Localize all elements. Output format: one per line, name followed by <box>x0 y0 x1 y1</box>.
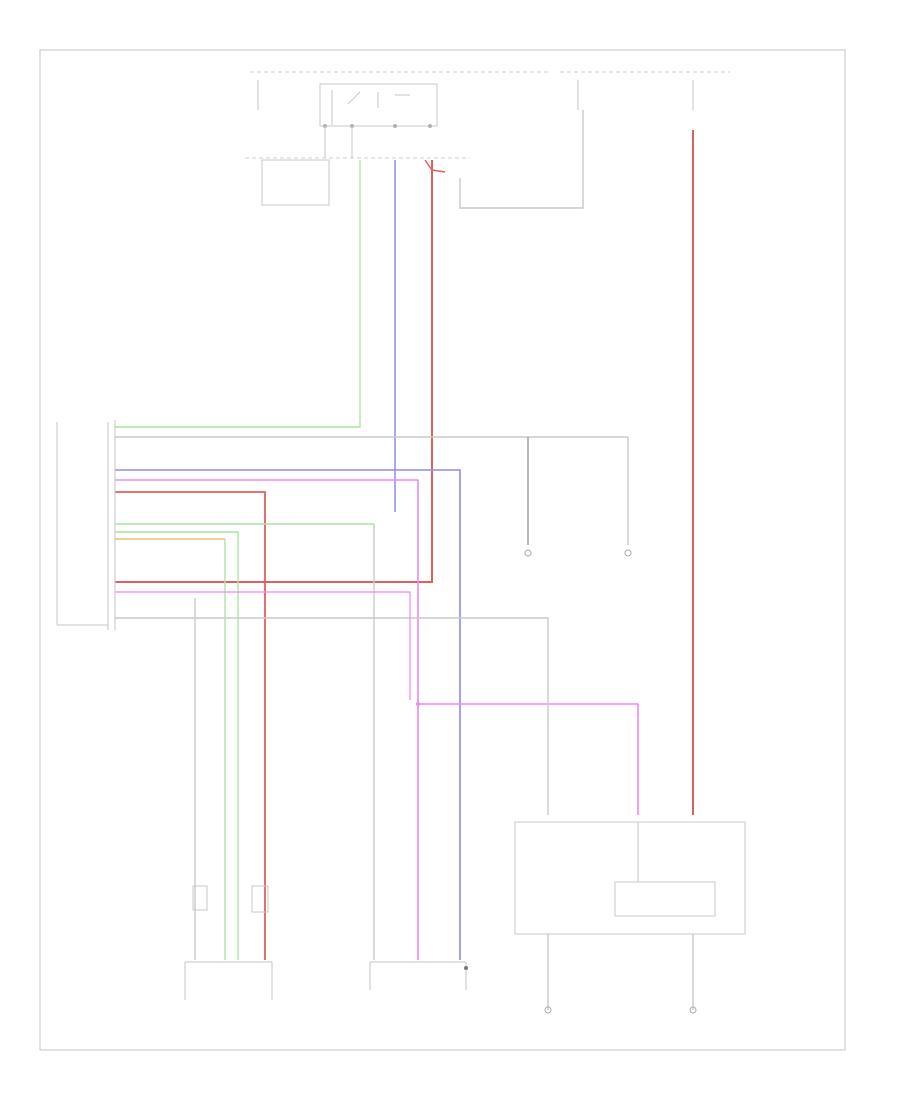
ground-4 <box>689 1006 697 1014</box>
abs-module <box>514 821 746 935</box>
wire-red-junction-pcm <box>115 160 433 583</box>
wire-pink-pcm-mid <box>115 479 419 960</box>
wire-green-junction-pcm <box>115 160 361 428</box>
wire-gray-pcm-abs <box>115 617 549 815</box>
relay-box <box>319 83 438 128</box>
wire-red-junction-kink <box>424 159 446 173</box>
ground-3 <box>544 1006 552 1014</box>
mid-sensor-connector <box>369 961 468 990</box>
ground-1 <box>524 549 532 557</box>
wire-green-pcm-sensor <box>115 531 239 960</box>
wire-red-pcm-left-sensor <box>115 491 266 960</box>
pcm-connector <box>56 420 116 630</box>
wire-pink-lower <box>115 591 411 700</box>
wire-pink-splice-abs <box>418 703 639 815</box>
diagram-frame <box>39 49 846 1051</box>
wire-blue-pcm-sensor <box>115 469 461 960</box>
ground-2 <box>624 549 632 557</box>
left-sensor-connector <box>184 885 273 1000</box>
wire-fuse2-junction <box>459 110 584 209</box>
splice-point <box>416 702 420 706</box>
junction-box-left <box>261 159 330 206</box>
